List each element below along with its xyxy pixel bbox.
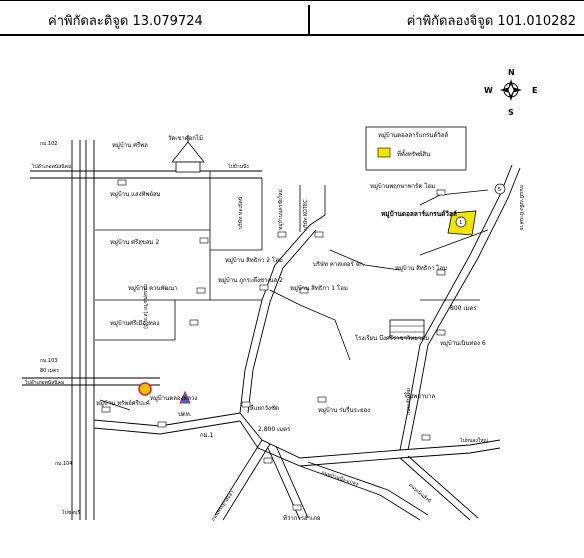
label-rd-vert-right: ถนนบ้านบึง-บ้านค่าย [518, 185, 525, 230]
label-distance1: 800 เมตร [450, 305, 477, 312]
label-sithong-home: หมู่บ้าน สิทธิกา 2 โฮม [225, 256, 283, 264]
label-pukwan: หมู่บ้าน สิทธิกา 1 โฮม [290, 284, 348, 292]
circle-marker-5: 5 [498, 187, 501, 193]
label-ptt: ปตท. [178, 411, 192, 418]
coordinates-divider [308, 5, 310, 35]
label-praksin: หมู่บ้านพฤกษาพาร์ค โฮม [370, 182, 435, 190]
coordinates-bar: ค่าพิกัดละติจูด 13.079724 ค่าพิกัดลองจิจ… [0, 0, 584, 36]
legend-item-label: ที่ตั้งทรัพย์สิน [397, 148, 430, 158]
legend-title: หมู่บ้านดอลลาร์แกรนด์วิลล์ [378, 131, 448, 139]
label-hospital: โรงพยาบาล [404, 392, 435, 400]
label-saengsirin: หมู่บ้าน แสงทิพย์สม [110, 190, 161, 198]
label-pttec: หมู่บ้านคลองหลวง [150, 395, 197, 402]
label-bankbo-left: หมู่บ้าน ศรีสุขสม 2 [110, 238, 159, 246]
label-rd-main-vert: ถนนสุขุมวิท (สาย 3) [142, 284, 149, 329]
map-labels: กม.102 ไปอำเภอพนัสนิคม ไปบ้านบึง หมู่บ้า… [24, 141, 525, 523]
label-to-bangkok: ไปชลบุรี [61, 509, 80, 516]
label-dist-80m: 80 เมตร [40, 368, 59, 374]
house-icons [101, 179, 446, 511]
label-co-kasemrat: บริษัท คาสเตอร์ จก. [313, 260, 365, 268]
longitude-label: ค่าพิกัดลองจิจูด 101.010282 [406, 14, 576, 29]
temple-label: วัดเขาดอกไม้ [168, 134, 203, 142]
label-baan-beung: หมู่บ้าน ทรัพย์ศรีปะค์ [96, 399, 150, 407]
label-rd-vert-right2: ถนนเส้นใหม่ [405, 388, 412, 415]
ptt-logo-icon [179, 390, 191, 404]
label-sirin-home: หมู่บ้าน สิทธิกา โฮม [395, 264, 447, 272]
subject-label: หมู่บ้านดอลลาร์แกรนด์วิลล์ [381, 209, 457, 219]
compass-rose-icon: N S W E [484, 68, 537, 117]
label-kasemsuk: หมู่บ้านศรีเมืองทอง [110, 319, 159, 327]
subject-marker: 1 [459, 220, 462, 226]
label-pukwan2: หมู่บ้าน ภูกระดึงชาเนล 2 [218, 277, 283, 284]
compass-east: E [532, 86, 537, 95]
temple-icon [171, 135, 205, 173]
compass-south: S [508, 108, 514, 117]
label-rd-bottom2: ถนนเนินสังข์ [407, 482, 432, 505]
location-map: N S W E หมู่บ้านดอลลาร์แกรนด์วิลล์ ที่ตั… [22, 68, 537, 523]
label-co-tongroj: บริษัท ทองรัตน์ [237, 196, 244, 229]
label-km102: กม.102 [40, 141, 57, 147]
label-co-nakornchai: หมู่บ้านนครชัยใหม่ [277, 189, 284, 230]
legend: หมู่บ้านดอลลาร์แกรนด์วิลล์ ที่ตั้งทรัพย์… [365, 126, 467, 171]
label-phutthamonthon: หมู่บ้าน ร่มรื่นระยอง [318, 406, 370, 414]
label-km1: กม.1 [200, 432, 213, 439]
label-ban-suan: ที่ว่าการอำเภอ [283, 514, 321, 522]
label-nongkham: หมู่บ้านเนินทอง 6 [440, 340, 486, 347]
legend-swatch [377, 147, 391, 158]
label-to-phanat: ไปอำเภอพนัสนิคม [24, 379, 64, 386]
label-to-bangsaen: ไปอำเภอพนัสนิคม [31, 163, 71, 170]
label-km104: กม.104 [55, 461, 72, 467]
label-to-baan-bueng: ไปบ้านบึง [227, 163, 249, 170]
label-to-nongyai: ไปหนองใหญ่ [459, 437, 488, 444]
subject-property: 1 หมู่บ้านดอลลาร์แกรนด์วิลล์ [381, 209, 477, 236]
latitude-label: ค่าพิกัดละติจูด 13.079724 [48, 14, 203, 29]
shell-logo-icon [138, 382, 152, 396]
label-pattanakarn: หมู่บ้าน ควนพัฒนา [128, 285, 177, 292]
minor-roads [95, 171, 489, 411]
compass-north: N [508, 68, 515, 77]
label-co-kotec: บริษัท KOTEC [302, 199, 309, 230]
highway-vertical [71, 140, 95, 520]
label-sri-pon: หมู่บ้าน ศรีพล [112, 141, 148, 149]
label-dist-2800: 2,800 เมตร [258, 426, 291, 433]
label-intersection: สี่แยกวังชัด [250, 404, 279, 412]
label-school: โรงเรียน บึงศรีราชาวิทยาคม [355, 334, 429, 342]
compass-west: W [484, 86, 493, 95]
label-km103: กม.103 [40, 358, 57, 364]
school-icon [389, 319, 425, 339]
